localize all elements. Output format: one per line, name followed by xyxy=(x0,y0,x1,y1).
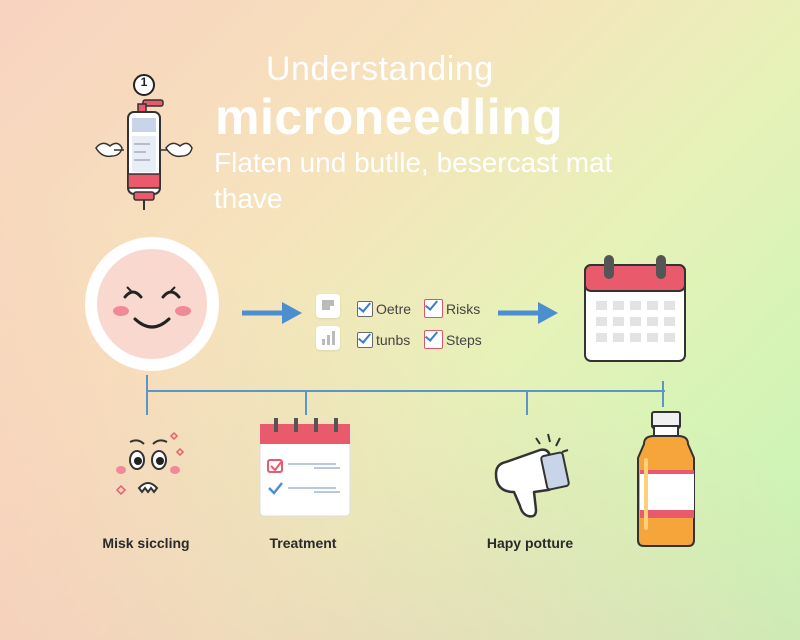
checklist-item-risks: Risks xyxy=(424,299,480,318)
label-hapy-potture: Hapy potture xyxy=(486,535,574,551)
timeline-connector xyxy=(146,375,665,415)
checklist-label: Steps xyxy=(446,331,482,348)
checkbox-icon xyxy=(424,330,443,349)
checklist-label: Oetre xyxy=(376,301,412,317)
title-line-2: microneedling xyxy=(215,89,564,145)
worried-face-icon xyxy=(115,431,185,496)
bar-chart-small-icon xyxy=(316,326,340,350)
clipboard-icon xyxy=(259,418,351,517)
checkbox-icon xyxy=(357,301,373,317)
syringe-icon xyxy=(95,74,193,210)
arrow-right-icon xyxy=(242,302,302,324)
smiley-face-icon xyxy=(85,237,219,371)
thumbs-down-icon xyxy=(494,433,570,518)
checklist-label: Risks xyxy=(446,300,481,317)
title-line-1: Understanding xyxy=(266,50,494,88)
checklist-label: tunbs xyxy=(376,332,411,348)
label-misk-siccling: Misk siccling xyxy=(102,535,190,551)
thumbs-down-small-icon xyxy=(316,294,340,318)
arrow-right-icon xyxy=(498,302,558,324)
label-treatment: Treatment xyxy=(269,535,337,551)
calendar-icon xyxy=(584,255,686,362)
checklist-item-steps: Steps xyxy=(424,330,482,349)
checkbox-icon xyxy=(424,299,443,318)
serum-bottle-icon xyxy=(637,411,695,547)
step-number-badge: 1 xyxy=(140,75,148,89)
checklist-item-tunbs: tunbs xyxy=(357,332,410,348)
checklist-item-oetre: Oetre xyxy=(357,301,411,317)
checkbox-icon xyxy=(357,332,373,348)
subtitle: Flaten und butlle, besercast mat thave xyxy=(214,147,613,214)
